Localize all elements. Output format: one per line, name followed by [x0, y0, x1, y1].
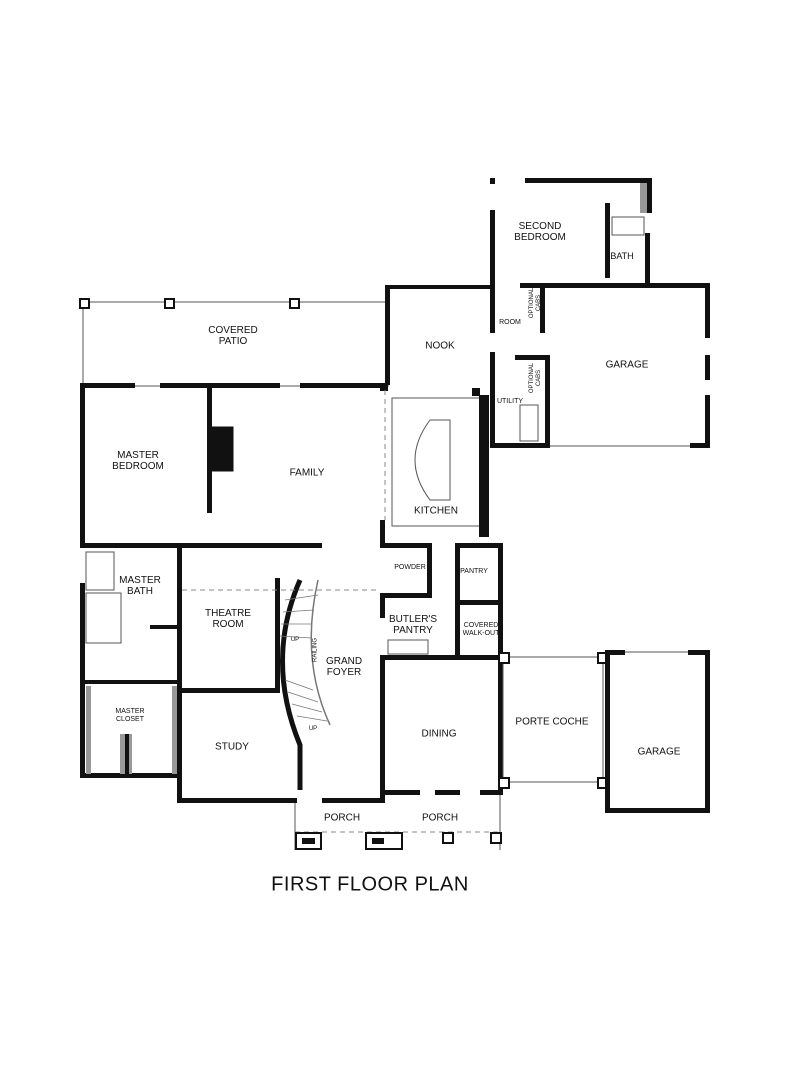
room-study: STUDY	[215, 741, 249, 753]
optional-cabs-upper: OPTIONAL CABS	[529, 287, 542, 319]
label-railing: RAILING	[312, 637, 319, 663]
room-family: FAMILY	[289, 467, 325, 479]
room-master-bedroom: MASTER BEDROOM	[112, 450, 164, 472]
room-master-closet: MASTER CLOSET	[115, 708, 145, 723]
room-second-bedroom: SECOND BEDROOM	[514, 221, 566, 243]
room-utility: UTILITY	[496, 398, 524, 405]
room-bath: BATH	[610, 251, 634, 261]
patio-posts	[79, 298, 300, 309]
room-grand-foyer: GRAND FOYER	[325, 656, 363, 678]
room-theatre: THEATRE ROOM	[205, 608, 251, 630]
room-covered-patio: COVERED PATIO	[208, 325, 258, 347]
room-dining: DINING	[421, 728, 457, 740]
room-butlers-pantry: BUTLER'S PANTRY	[388, 614, 438, 636]
room-porte-coche: PORTE COCHE	[515, 716, 589, 728]
room-porch-right: PORCH	[421, 812, 459, 824]
room-room: ROOM	[499, 319, 521, 326]
room-kitchen: KITCHEN	[414, 505, 458, 517]
label-up-2: UP	[308, 726, 318, 732]
label-up-1: UP	[290, 637, 300, 643]
room-garage-main: GARAGE	[605, 359, 649, 371]
room-pantry: PANTRY	[460, 568, 488, 575]
room-porch-left: PORCH	[323, 812, 361, 824]
room-powder: POWDER	[394, 564, 426, 571]
optional-cabs-lower: OPTIONAL CABS	[529, 362, 542, 394]
room-master-bath: MASTER BATH	[119, 575, 161, 597]
room-covered-walkout: COVERED WALK-OUT	[462, 622, 500, 637]
room-garage-side: GARAGE	[637, 746, 681, 758]
room-nook: NOOK	[425, 340, 455, 352]
plan-title: FIRST FLOOR PLAN	[271, 873, 469, 896]
